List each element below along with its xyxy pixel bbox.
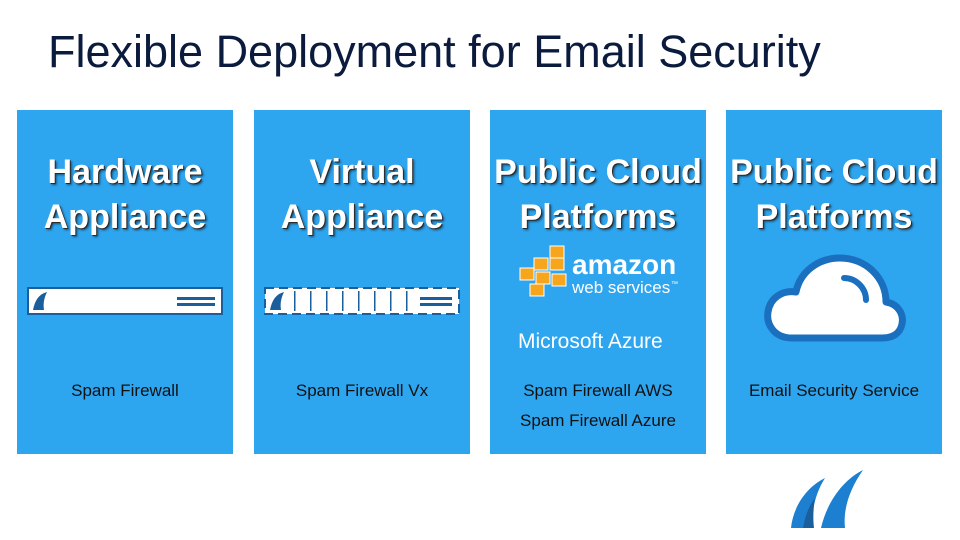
panel-public-cloud-service: Public Cloud Platforms Email Security Se…: [726, 110, 942, 454]
caption-line: Spam Firewall Vx: [295, 381, 429, 400]
microsoft-azure-logo: Microsoft Azure: [518, 330, 663, 353]
aws-subtitle: web services: [571, 278, 670, 297]
panel-heading: Public Cloud Platforms: [726, 150, 942, 240]
panel-caption: Spam Firewall Vx: [254, 376, 470, 406]
caption-line: Spam Firewall AWS: [523, 381, 673, 400]
panel-heading: Public Cloud Platforms: [490, 150, 706, 240]
aws-trademark: ™: [671, 281, 678, 288]
caption-line: Spam Firewall Azure: [520, 411, 676, 430]
virtual-appliance-icon: [264, 287, 460, 315]
panel-caption: Spam Firewall AWS Spam Firewall Azure: [490, 376, 706, 436]
slide-title: Flexible Deployment for Email Security: [48, 26, 821, 77]
panel-caption: Email Security Service: [726, 376, 942, 406]
panel-heading-line: Platforms: [519, 198, 677, 236]
hardware-appliance-icon: [27, 287, 223, 315]
caption-line: Spam Firewall: [71, 381, 179, 400]
barracuda-fin-logo: [791, 470, 863, 528]
panel-heading-line: Hardware: [47, 153, 203, 191]
panel-heading: Virtual Appliance: [254, 150, 470, 240]
panel-heading-line: Platforms: [755, 198, 913, 236]
panel-hardware-appliance: Hardware Appliance Spam Firewall: [17, 110, 233, 454]
panel-heading-line: Public Cloud: [730, 153, 938, 191]
panel-heading-line: Virtual: [309, 153, 415, 191]
panel-caption: Spam Firewall: [17, 376, 233, 406]
panel-heading-line: Public Cloud: [494, 153, 702, 191]
panel-virtual-appliance: Virtual Appliance Spam Firewall Vx: [254, 110, 470, 454]
panel-heading-line: Appliance: [43, 198, 207, 236]
amazon-wordmark: amazon: [572, 249, 676, 280]
amazon-web-services-logo: amazon web services ™: [519, 245, 678, 297]
cloud-icon: [764, 254, 906, 342]
panel-heading-line: Appliance: [280, 198, 444, 236]
azure-wordmark: Microsoft Azure: [518, 330, 663, 353]
caption-line: Email Security Service: [748, 381, 920, 400]
panel-heading: Hardware Appliance: [17, 150, 233, 240]
panel-public-cloud-aws-azure: Public Cloud Platforms amazon web servic…: [490, 110, 706, 454]
